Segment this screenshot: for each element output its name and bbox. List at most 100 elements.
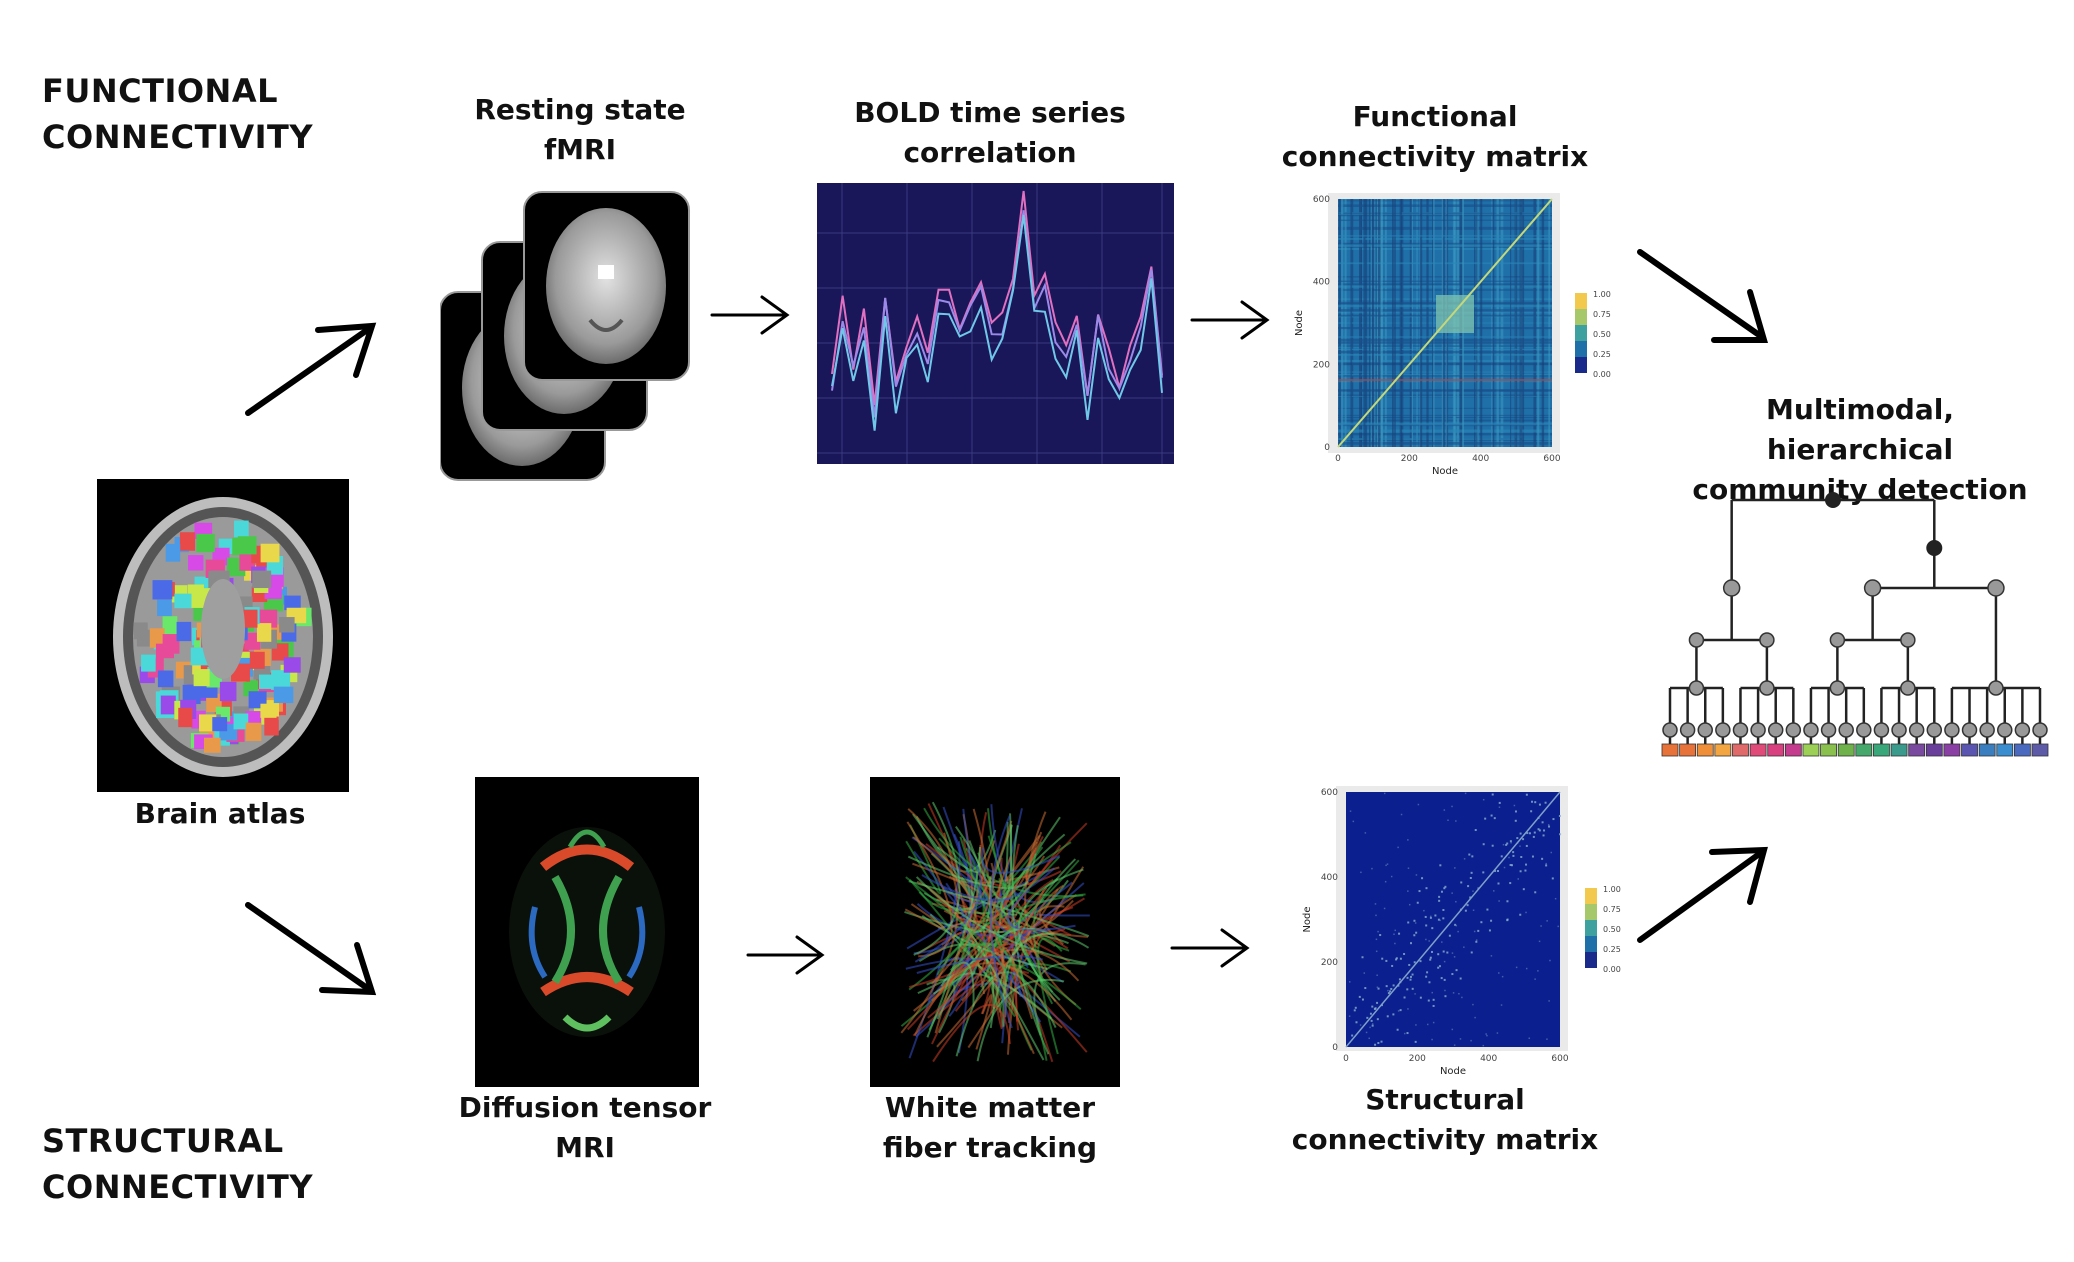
dendrogram-leaf [1855,743,1873,757]
fiber-strand [1001,885,1019,1022]
structural-matrix-dot [1468,853,1471,856]
structural-matrix-dot [1467,885,1470,888]
dendrogram-node [1863,579,1882,597]
fiber-strand [1004,964,1082,1010]
atlas-parcel [196,533,215,553]
structural-matrix-dot [1525,863,1528,866]
resting-fmri-label-line2: fMRI [543,133,617,166]
structural-matrix-dot [1424,915,1427,918]
structural-matrix-dot [1409,975,1412,978]
fiber-strand [981,847,1061,874]
fiber-strand [975,994,993,1050]
structural-heading-line1: STRUCTURAL [42,1122,284,1160]
structural-matrix-label: Structural connectivity matrix [1280,1080,1610,1160]
fiber-strand [1037,937,1063,1055]
structural-matrix-dot [1519,913,1522,916]
dendrogram-leaf-node [1820,722,1837,738]
structural-matrix-dot [1364,832,1367,834]
fiber-strand [947,857,1034,905]
fiber-strand [989,815,1013,1029]
dendrogram-leaf-node [1750,722,1766,738]
matrix-legend-swatch [1585,904,1597,920]
structural-matrix-dot [1376,986,1379,989]
structural-matrix-dot [1431,927,1434,930]
structural-matrix-dot [1426,1023,1429,1026]
structural-matrix-dot [1534,801,1537,804]
fiber-strand [926,978,956,1034]
structural-matrix-dot [1446,951,1449,954]
structural-matrix-dot [1474,1016,1476,1019]
structural-matrix-dot [1419,996,1422,999]
structural-matrix-dot [1407,867,1410,869]
structural-matrix-dot [1522,838,1525,841]
dendrogram-node [1759,680,1775,696]
dendrogram-nodes [1662,492,2048,738]
fiber-strand [918,943,995,1009]
matrix-x-axis-title: Node [1432,466,1458,477]
atlas-parcel [165,543,181,562]
bold-label: BOLD time series correlation [815,93,1165,173]
structural-matrix-dot [1368,1037,1370,1040]
structural-matrix-dot [1550,851,1553,854]
dendrogram-leaf [1802,743,1820,757]
fiber-strand [1002,858,1077,1027]
structural-matrix-dot [1457,930,1459,933]
fiber-strand [936,888,1059,1048]
fiber-strand [913,870,1042,1012]
fiber-strand [932,1003,1011,1063]
fiber-strand [932,970,976,995]
structural-matrix-dot [1466,904,1469,907]
structural-matrix-dot [1491,793,1494,796]
fiber-strand [915,882,970,1038]
fmri-slice-front [523,191,690,381]
atlas-parcel [279,617,295,633]
structural-matrix-dot [1454,923,1457,926]
dendrogram-leaf-node [1979,722,1995,738]
fiber-strand [943,909,999,923]
structural-matrix-dot [1387,989,1389,992]
dti-image [475,777,699,1087]
structural-matrix-dot [1455,900,1457,903]
structural-matrix-dot [1375,950,1378,953]
atlas-parcel [271,670,291,690]
structural-matrix-dot [1366,1016,1369,1019]
structural-matrix-dot [1419,960,1422,963]
fiber-strand [987,835,1005,889]
structural-matrix-dot [1475,940,1478,943]
atlas-parcel [160,695,176,715]
structural-matrix-dot [1379,934,1382,937]
structural-matrix-dot [1509,840,1512,843]
structural-matrix-dot [1418,890,1421,893]
matrix-legend-swatch [1585,936,1597,952]
fiber-strand [1007,926,1014,1024]
matrix-x-tick: 600 [1543,454,1560,464]
fiber-strand [946,920,1007,1018]
structural-matrix-dot [1460,881,1463,884]
dendrogram-leaf-node [1767,722,1784,738]
structural-matrix-dot [1397,1010,1400,1012]
structural-matrix-dot [1554,897,1557,900]
structural-matrix-dot [1383,907,1386,910]
structural-matrix-dot [1371,1024,1374,1027]
structural-matrix-dot [1538,940,1541,943]
fiber-strand [911,836,1038,967]
structural-matrix-dot [1494,869,1497,872]
matrix-legend-tick: 0.25 [1593,350,1611,359]
structural-matrix-dot [1414,1040,1417,1043]
structural-matrix-dot [1442,917,1445,920]
fiber-strand [908,880,1090,937]
matrix-legend-swatch [1585,888,1597,904]
structural-matrix-dot [1444,885,1447,888]
dendrogram-node [1722,579,1741,597]
structural-matrix-dot [1461,996,1463,999]
structural-matrix-dot [1438,895,1441,898]
fiber-strand [942,806,987,903]
structural-matrix-dot [1498,972,1500,974]
structural-matrix-dot [1390,987,1393,990]
structural-matrix-dot [1444,995,1447,998]
dendrogram-leaf [2031,743,2049,757]
structural-matrix-dot [1451,892,1453,894]
structural-matrix-dot [1354,1006,1357,1009]
structural-matrix-plot: 00200200400400600600NodeNode1.000.750.50… [1302,786,1621,1077]
structural-matrix-dot [1455,820,1457,822]
